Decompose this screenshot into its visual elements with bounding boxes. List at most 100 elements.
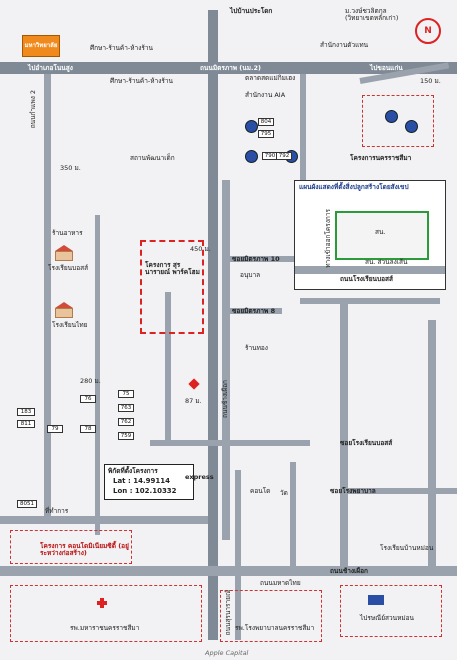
plot-number: 762: [118, 418, 134, 426]
university-label: ม.วงษ์ชวลิตกุล (วิทยาเขตหลักเก่า): [345, 7, 399, 22]
inset-road-label: ถนนโรงเรียนบอสส์: [340, 275, 393, 283]
lane-mid-soi: [0, 516, 208, 524]
vertical-road-left: [208, 10, 218, 640]
hospital-bottom2-label: รพ.โรงพยาบาลนครราชสีมา: [235, 624, 315, 632]
mall-logo: มหาวิทยาลัย: [22, 35, 60, 57]
shop1-label: ร้านอาหาร: [52, 229, 83, 237]
station-icon: [405, 120, 418, 133]
plot-number: 792: [276, 152, 292, 160]
plot-number: 75: [118, 390, 134, 398]
lane-bottom-vertical: [235, 470, 241, 640]
plot-number: 76: [80, 395, 96, 403]
lane-vertical-3: [290, 462, 296, 566]
inset-site-label: สน.: [375, 228, 386, 236]
right-direction: ไปขอนแก่น: [370, 64, 403, 72]
coords-lon: Lon : 102.10332: [113, 487, 177, 495]
coords-box: พิกัดที่ตั้งโครงการ Lat : 14.99114 Lon :…: [104, 464, 194, 500]
school-right-label: โรงเรียนบ้านหม่อน: [380, 544, 434, 552]
lane-upper-right: [300, 74, 306, 184]
road-right-east: [340, 488, 457, 494]
bottom-road-label: ถนนมหาดไทย: [260, 579, 301, 587]
plot-number: 795: [258, 130, 274, 138]
inset-road: [295, 266, 445, 274]
main-road-mittraphap: [0, 62, 457, 74]
shop2-label: ร้านทอง: [245, 344, 268, 352]
lane-c-label: ถนนสุรนารายณ์: [224, 590, 232, 636]
distance-450: 450 ม.: [190, 245, 211, 253]
logo-text: มหาวิทยาลัย: [24, 42, 58, 49]
mail-icon: [368, 595, 384, 605]
inset-title: แผนผังแสดงที่ตั้งสิ่งปลูกสร้างโดยสังเขป: [299, 183, 409, 191]
community-box: [10, 530, 132, 564]
soi-school-label: ซอยโรงเรียนบอสส์: [340, 439, 393, 447]
nursery-label: สถานพัฒนาเด็ก: [130, 154, 175, 162]
plot-number: 811: [17, 420, 35, 428]
coords-title: พิกัดที่ตั้งโครงการ: [108, 467, 158, 475]
lane-left-2: [95, 215, 100, 535]
school-2-label: โรงเรียนไทย: [52, 321, 88, 329]
main-road-label: ถนนมิตรภาพ (นม.2): [200, 64, 261, 72]
post-box: [340, 585, 442, 637]
hospital-bottom-label: รพ.มหาราชนครราชสีมา: [70, 624, 140, 632]
plot-number: 183: [17, 408, 35, 416]
bottom-road-2-label: ถนนช้างเผือก: [330, 567, 368, 575]
plot-number: 78: [80, 425, 96, 433]
compass-label: N: [424, 26, 432, 36]
post-label: ไปรษณีย์สวนหม่อน: [360, 614, 414, 622]
market-label: ตลาดสดแม่กิมเฮง: [245, 74, 296, 82]
coords-lat: Lat : 14.99114: [113, 477, 170, 485]
footer-watermark: Apple Capital: [205, 649, 249, 657]
site-plan-inset: แผนผังแสดงที่ตั้งสิ่งปลูกสร้างโดยสังเขป …: [294, 180, 446, 290]
soi-8: [222, 308, 282, 314]
lane-horizontal-1: [150, 440, 310, 446]
office-label: ที่ทำการ: [45, 507, 69, 515]
road-right-vertical-2: [428, 320, 436, 570]
soi-10: [222, 256, 322, 262]
main-project-label: โครงการ สุรนารายณ์ พาร์คโฮม: [145, 261, 200, 276]
main-project-box: [140, 240, 204, 334]
soi-10-label: ซอยมิตรภาพ 10: [232, 255, 280, 263]
lane-left-label: ถนนกำแพง 2: [29, 90, 37, 129]
temple-label: วัด: [280, 489, 288, 497]
hospital-bottom-box: [10, 585, 202, 642]
plot-number: 759: [118, 432, 134, 440]
school-icon: [55, 302, 73, 318]
plot-number: 804: [258, 118, 274, 126]
soi-hospital-label: ซอยโรงพยาบาล: [330, 487, 376, 495]
soi-8-label: ซอยมิตรภาพ 8: [232, 307, 276, 315]
inset-side-road-label: ทางเข้าออกโครงการ: [324, 209, 332, 268]
college-label: สำนักงานตัวแทน: [320, 41, 369, 49]
inset-plot: [335, 211, 429, 260]
direction-top: ไปบ้านประโดก: [230, 7, 273, 15]
distance-150: 150 ม.: [420, 77, 441, 85]
hospital-cross-icon: [97, 598, 107, 608]
lane-b-label: ถนนช้างเผือก: [221, 380, 229, 418]
bank-icon: [245, 150, 258, 163]
left-direction: ไปอำเภอโนนสูง: [28, 64, 73, 72]
community-label: โครงการ คอนโดมิเนียมซิตี้ (อยู่ระหว่างก่…: [40, 542, 129, 557]
plot-number: 763: [118, 404, 134, 412]
station-icon: [385, 110, 398, 123]
compass-icon: N: [415, 18, 441, 44]
school-icon: [55, 245, 73, 261]
road-right-east-2: [300, 298, 440, 304]
lane-left-1: [44, 74, 51, 524]
bank-icon: [245, 120, 258, 133]
vertical-road-mid: [222, 180, 230, 540]
hospital-right-label: โครงการนครราชสีมา: [350, 154, 412, 162]
lane-vertical-4: [165, 292, 171, 442]
project-right-box: [362, 95, 434, 147]
school-1-label: โรงเรียนบอสส์: [48, 264, 89, 272]
toyota-label: สำนักงาน AIA: [245, 91, 286, 99]
plot-number: 8051: [17, 500, 37, 508]
bottom-road: [0, 566, 457, 576]
road-right-vertical: [340, 298, 348, 568]
plot-number: 79: [47, 425, 63, 433]
project-pin: [188, 378, 200, 390]
kasikorn2-label: ศึกษา-ร้านค้า-ห้างร้าน: [110, 77, 173, 85]
distance-350: 350 ม.: [60, 164, 81, 172]
express-label: express: [185, 473, 214, 481]
kindergarten-label: อนุบาล: [240, 271, 261, 279]
kasikorn-label: ศึกษา-ร้านค้า-ห้างร้าน: [90, 44, 153, 52]
